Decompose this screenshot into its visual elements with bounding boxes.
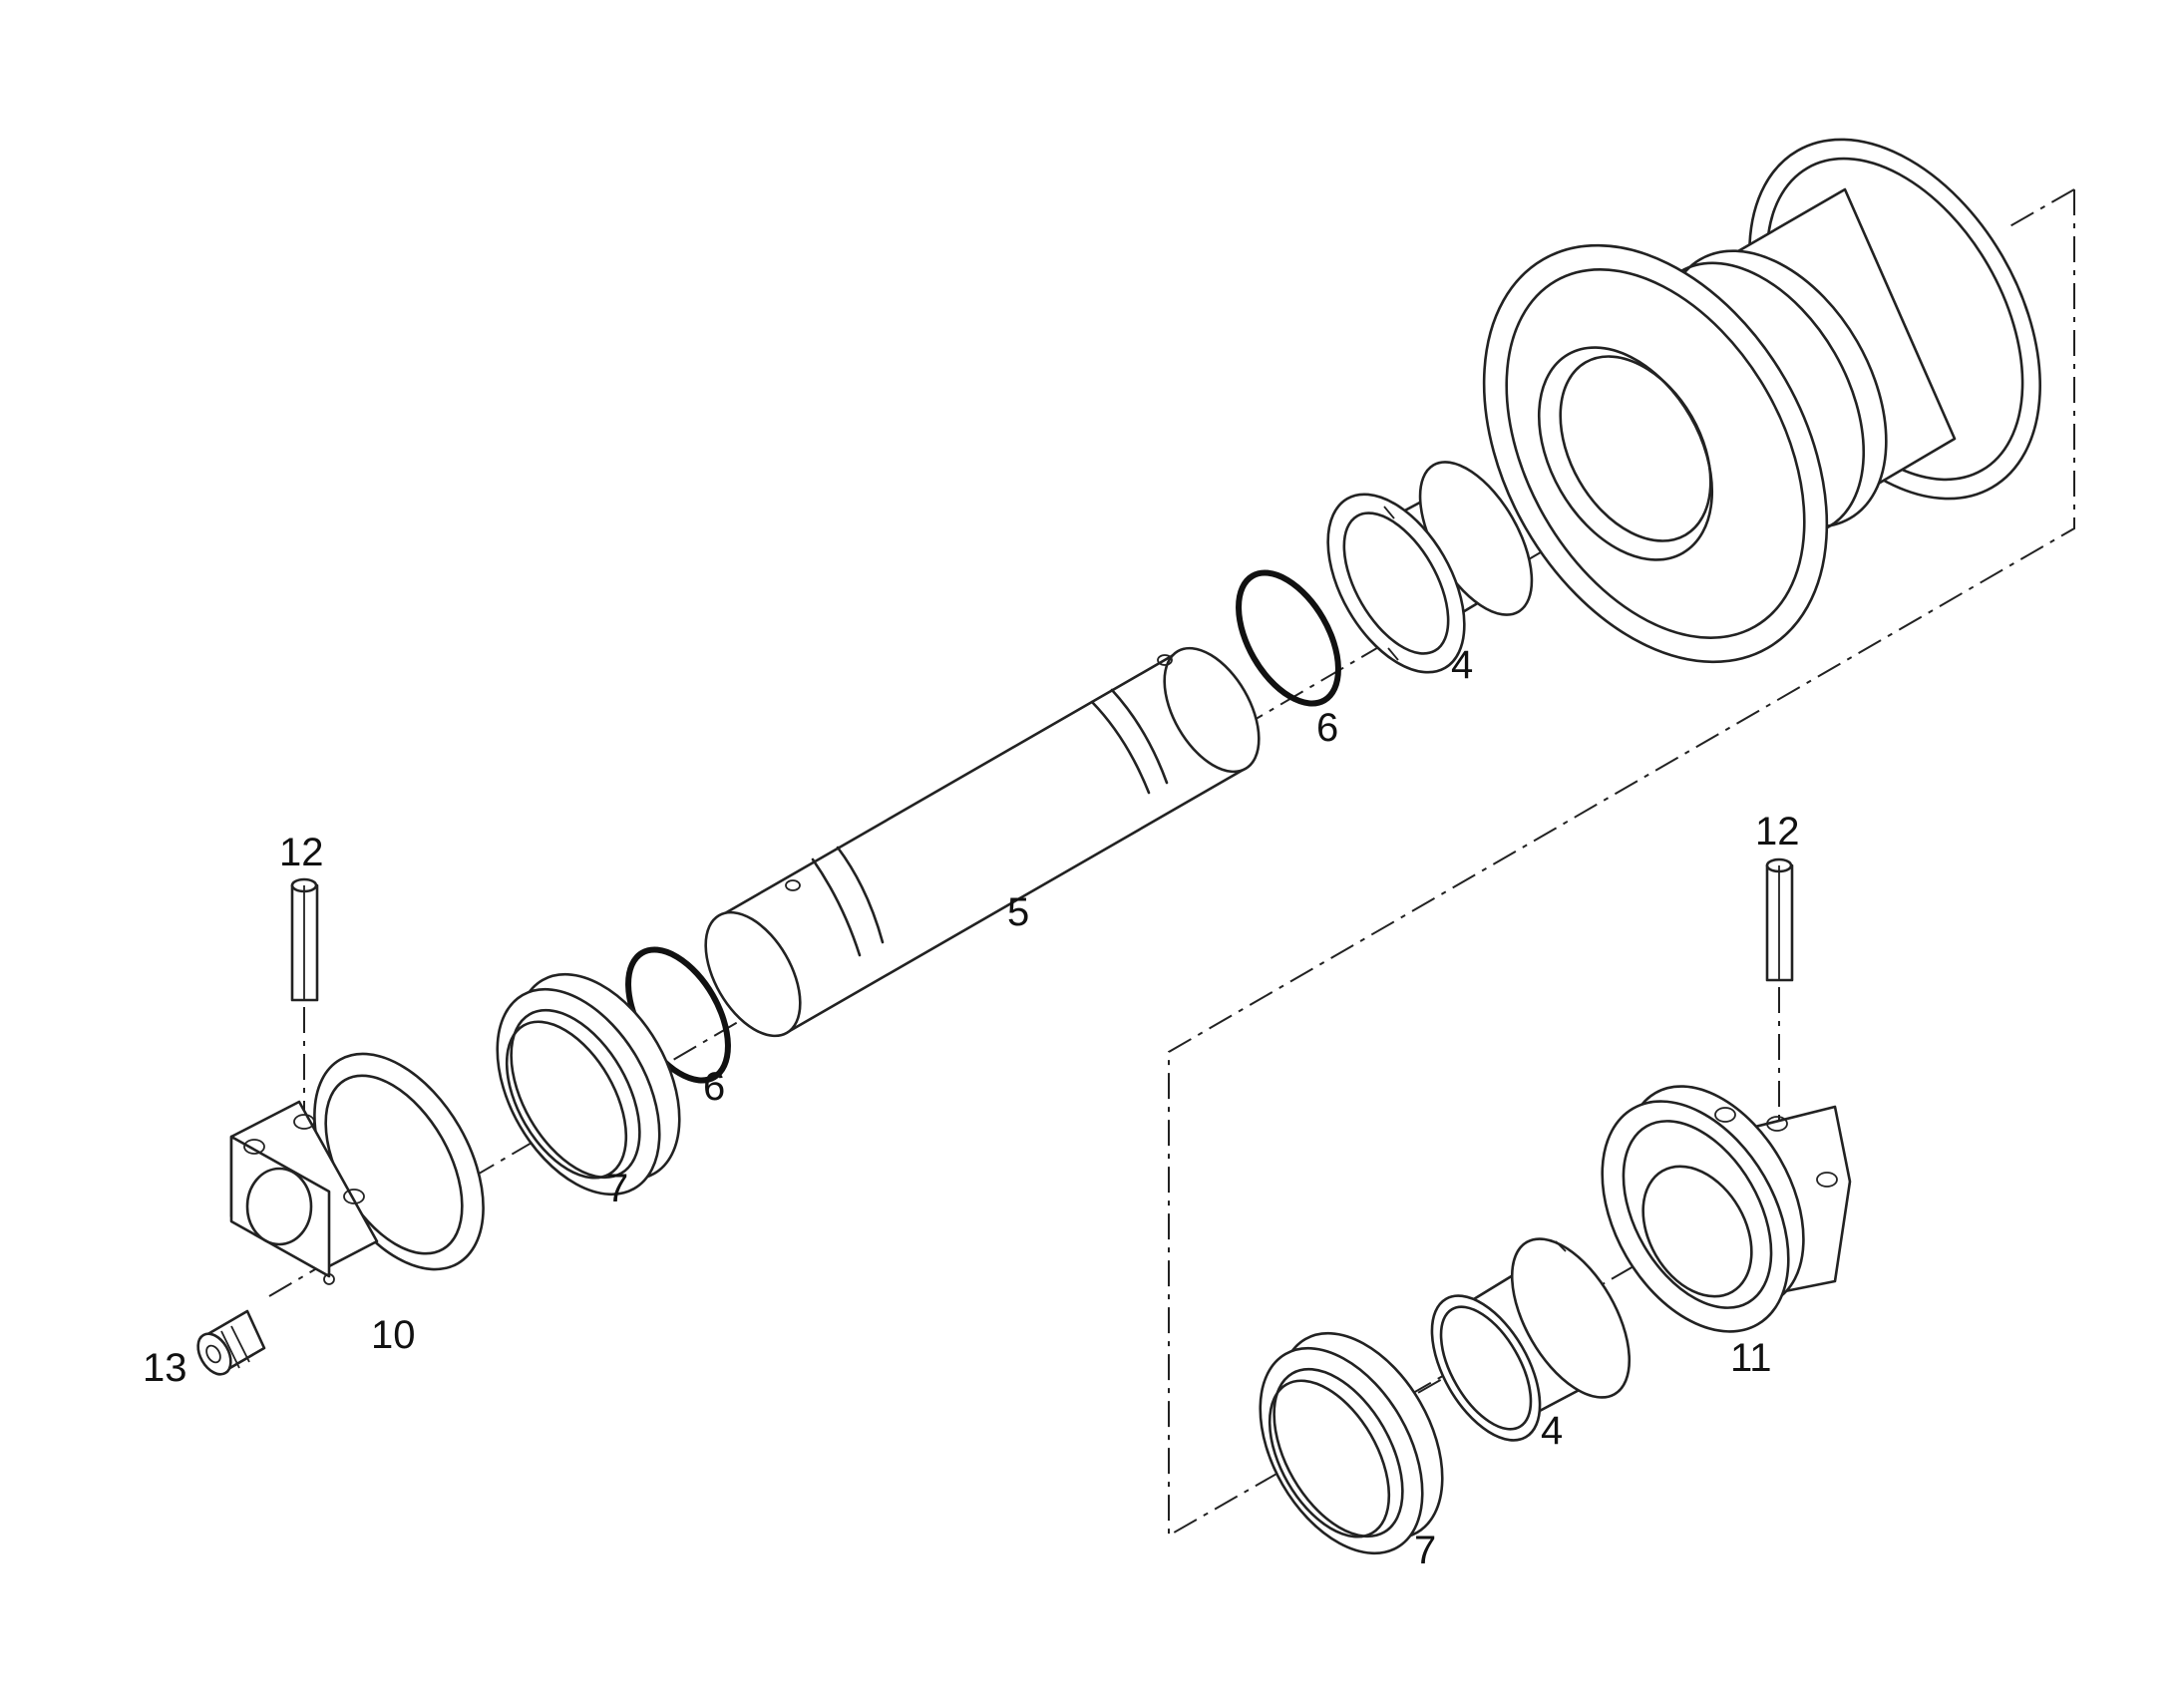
collar-left (229, 1052, 485, 1285)
bushing-bottom (1430, 1237, 1632, 1442)
callout-4-top: 4 (1451, 643, 1473, 687)
boundary-leader-top (2003, 188, 2075, 230)
callout-11: 11 (1730, 1336, 1772, 1380)
seal-bottom (1259, 1331, 1444, 1555)
callout-5: 5 (1007, 890, 1029, 934)
bushing-top (1326, 461, 1534, 674)
pin-right (1765, 857, 1794, 982)
callout-10: 10 (371, 1313, 416, 1357)
track-roller (1482, 138, 2041, 664)
callout-12-right: 12 (1755, 810, 1800, 854)
callout-13: 13 (143, 1346, 187, 1390)
o-ring-top (1236, 569, 1341, 707)
seal-left (496, 972, 681, 1196)
shaft (704, 646, 1261, 1038)
set-screw (196, 1309, 266, 1376)
pin-left (290, 877, 319, 1002)
callout-12-left: 12 (279, 831, 324, 874)
callout-7-bottom: 7 (1414, 1529, 1436, 1572)
callout-7-left: 7 (606, 1167, 628, 1210)
callout-6-right: 6 (1316, 706, 1338, 750)
collar-right (1601, 1085, 1852, 1333)
callout-4-bottom: 4 (1541, 1409, 1563, 1453)
callout-6-left: 6 (703, 1065, 725, 1109)
